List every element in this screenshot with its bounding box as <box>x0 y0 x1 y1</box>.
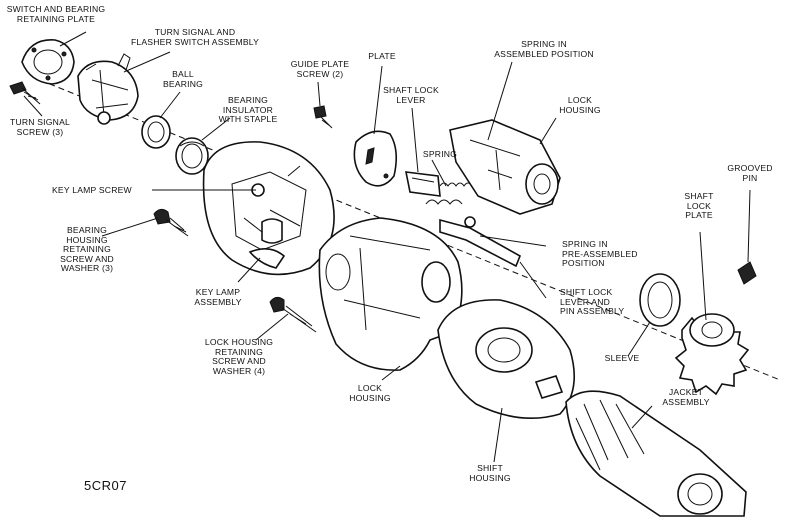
label-turn-signal-screw: TURN SIGNAL SCREW (3) <box>10 117 70 137</box>
label-shaft-lock-lever: SHAFT LOCK LEVER <box>383 85 439 105</box>
shift-housing-part <box>437 299 576 419</box>
turn-signal-screw-part <box>9 81 41 105</box>
retaining-plate-part <box>21 39 75 85</box>
label-shift-housing: SHIFT HOUSING <box>469 463 511 483</box>
turn-signal-switch-part <box>77 53 139 125</box>
sleeve-part <box>639 273 681 327</box>
key-lamp-part <box>248 248 286 269</box>
label-shift-lock-lever-pin: SHIFT LOCK LEVER AND PIN ASSEMBLY <box>560 287 625 317</box>
bearing-housing-screw-part <box>153 208 189 237</box>
shaft-lock-lever-part <box>404 171 441 197</box>
plate-part <box>353 130 398 187</box>
ball-bearing-part <box>141 115 171 149</box>
label-turn-signal-flasher: TURN SIGNAL AND FLASHER SWITCH ASSEMBLY <box>130 27 260 47</box>
label-sleeve: SLEEVE <box>604 353 640 363</box>
shaft-lock-plate-part <box>674 313 750 396</box>
bearing-insulator-part <box>175 137 209 175</box>
label-ball-bearing: BALL BEARING <box>162 69 204 89</box>
label-guide-plate-screw: GUIDE PLATE SCREW (2) <box>290 59 350 79</box>
spring-part <box>425 182 473 205</box>
lock-housing-screw-part <box>269 296 317 333</box>
figure-code: 5CR07 <box>84 478 127 493</box>
label-shaft-lock-plate: SHAFT LOCK PLATE <box>684 191 714 221</box>
label-jacket-assembly: JACKET ASSEMBLY <box>662 387 710 407</box>
label-grooved-pin: GROOVED PIN <box>727 163 773 183</box>
lock-housing-top-part <box>449 119 561 215</box>
label-lock-housing-screw: LOCK HOUSING RETAINING SCREW AND WASHER … <box>204 337 274 376</box>
label-bearing-housing-screw: BEARING HOUSING RETAINING SCREW AND WASH… <box>60 225 114 274</box>
label-plate: PLATE <box>368 51 396 61</box>
lock-housing-bottom-part <box>318 217 463 371</box>
grooved-pin-part <box>737 261 757 285</box>
label-spring-preassembled: SPRING IN PRE-ASSEMBLED POSITION <box>562 239 638 269</box>
label-spring: SPRING <box>422 149 458 159</box>
guide-plate-screw-part <box>313 105 333 129</box>
label-key-lamp-assembly: KEY LAMP ASSEMBLY <box>194 287 242 307</box>
label-bearing-insulator: BEARING INSULATOR WITH STAPLE <box>218 95 278 125</box>
label-switch-bearing-plate: SWITCH AND BEARING RETAINING PLATE <box>6 4 106 24</box>
leader-lines <box>23 31 751 463</box>
jacket-assembly-part <box>565 390 747 517</box>
label-lock-housing-bottom: LOCK HOUSING <box>349 383 391 403</box>
label-spring-assembled: SPRING IN ASSEMBLED POSITION <box>494 39 594 59</box>
label-lock-housing-top: LOCK HOUSING <box>559 95 601 115</box>
label-key-lamp-screw: KEY LAMP SCREW <box>52 185 132 195</box>
shift-lock-lever-part <box>439 216 522 268</box>
